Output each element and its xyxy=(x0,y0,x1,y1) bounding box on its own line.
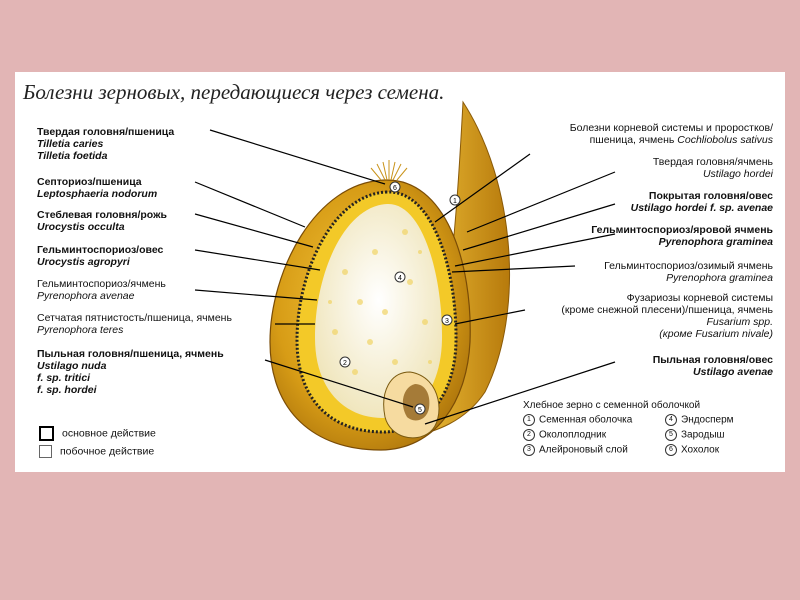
grain-marker-1: 1 xyxy=(449,194,461,206)
right-label-2-species: Ustilago hordei xyxy=(702,168,773,180)
right-label-3-species: Ustilago hordei f. sp. avenae xyxy=(630,202,773,214)
legend-item-3: 3 Алейроновый слой xyxy=(523,444,628,456)
left-label-2-name: Септориоз/пшеница xyxy=(37,176,142,188)
right-label-4-species: Pyrenophora graminea xyxy=(658,236,773,248)
grain-marker-2: 2 xyxy=(339,356,351,368)
left-label-3-name: Стеблевая головня/рожь xyxy=(37,209,167,221)
left-label-1-name: Твердая головня/пшеница xyxy=(37,126,175,138)
diagram-panel: 6 1 4 3 2 5 Болезни зерновых, передающие… xyxy=(15,72,785,472)
right-label-6: Фузариозы корневой системы (кроме снежно… xyxy=(561,292,773,340)
right-label-2-name: Твердая головня/ячмень xyxy=(652,156,773,168)
left-label-1-species-2: Tilletia foetida xyxy=(37,150,108,162)
legend-label-6: Хохолок xyxy=(681,444,720,456)
grain-marker-5: 5 xyxy=(414,403,426,415)
major-action-box xyxy=(39,426,54,441)
left-label-4-species: Urocystis agropyri xyxy=(37,256,130,268)
left-label-6-species: Pyrenophora teres xyxy=(37,324,124,336)
grain-marker-3: 3 xyxy=(441,314,453,326)
right-label-3-name: Покрытая головня/овес xyxy=(648,190,773,202)
svg-text:6: 6 xyxy=(393,185,397,192)
svg-text:2: 2 xyxy=(343,360,347,367)
left-label-7-species-3: f. sp. hordei xyxy=(37,384,97,396)
right-label-1: Болезни корневой системы и проростков/ п… xyxy=(570,122,773,146)
legend-item-2: 2 Околоплодник xyxy=(523,429,606,441)
key-major: основное действие xyxy=(39,426,156,441)
legend-number-3: 3 xyxy=(523,444,535,456)
left-label-7-species-2: f. sp. tritici xyxy=(37,372,91,384)
right-label-6-species: Fusarium spp. xyxy=(706,316,773,328)
legend-label-3: Алейроновый слой xyxy=(539,444,628,456)
page-title: Болезни зерновых, передающиеся через сем… xyxy=(23,80,445,104)
legend-label-2: Околоплодник xyxy=(539,429,607,441)
left-label-7-name: Пыльная головня/пшеница, ячмень xyxy=(37,348,224,360)
right-label-6-host: (кроме снежной плесени)/пшеница, ячмень xyxy=(561,304,773,316)
right-label-6-exception: (кроме Fusarium nivale) xyxy=(659,328,773,340)
key-minor-label: побочное действие xyxy=(60,445,155,458)
left-pointer-lines xyxy=(194,129,414,408)
right-label-6-name: Фузариозы корневой системы xyxy=(626,292,773,304)
tuft-shape xyxy=(370,160,408,181)
legend-item-1: 1 Семенная оболочка xyxy=(523,414,632,426)
left-label-2-species: Leptosphaeria nodorum xyxy=(37,188,158,200)
minor-action-box xyxy=(39,445,52,458)
left-label-5-species: Pyrenophora avenae xyxy=(37,290,135,302)
legend-item-4: 4 Эндосперм xyxy=(665,414,734,426)
legend-number-6: 6 xyxy=(665,444,677,456)
right-label-3: Покрытая головня/овес Ustilago hordei f.… xyxy=(631,190,773,214)
legend-label-4: Эндосперм xyxy=(681,414,734,426)
right-label-2: Твердая головня/ячмень Ustilago hordei xyxy=(653,156,773,180)
legend-number-1: 1 xyxy=(523,414,535,426)
left-label-4: Гельминтоспориоз/овес Urocystis agropyri xyxy=(37,244,163,268)
right-label-5: Гельминтоспориоз/озимый ячмень Pyrenopho… xyxy=(604,260,773,284)
right-label-4: Гельминтоспориоз/яровой ячмень Pyrenopho… xyxy=(591,224,773,248)
left-label-4-name: Гельминтоспориоз/овес xyxy=(37,244,164,256)
right-label-1-name: Болезни корневой системы и проростков/ xyxy=(569,122,773,134)
left-label-5-name: Гельминтоспориоз/ячмень xyxy=(37,278,166,290)
right-label-1-host: пшеница, ячмень xyxy=(589,134,678,146)
legend-number-2: 2 xyxy=(523,429,535,441)
left-label-1: Твердая головня/пшеница Tilletia caries … xyxy=(37,126,174,162)
legend-label-1: Семенная оболочка xyxy=(539,414,633,426)
legend-number-4: 4 xyxy=(665,414,677,426)
legend-number-5: 5 xyxy=(665,429,677,441)
right-label-7-species: Ustilago avenae xyxy=(693,366,773,378)
left-label-7-species-1: Ustilago nuda xyxy=(37,360,107,372)
key-minor: побочное действие xyxy=(39,445,154,458)
legend-item-6: 6 Хохолок xyxy=(665,444,719,456)
right-label-5-name: Гельминтоспориоз/озимый ячмень xyxy=(604,260,773,272)
legend-label-5: Зародыш xyxy=(681,429,725,441)
legend-title: Хлебное зерно с семенной оболочкой xyxy=(523,400,701,411)
left-label-5: Гельминтоспориоз/ячмень Pyrenophora aven… xyxy=(37,278,166,302)
left-label-3-species: Urocystis occulta xyxy=(37,221,125,233)
left-label-6-name: Сетчатая пятнистость/пшеница, ячмень xyxy=(37,312,232,324)
svg-text:3: 3 xyxy=(445,318,449,325)
svg-text:5: 5 xyxy=(418,407,422,414)
right-label-4-name: Гельминтоспориоз/яровой ячмень xyxy=(591,224,773,236)
grain-marker-4: 4 xyxy=(394,271,406,283)
left-label-3: Стеблевая головня/рожь Urocystis occulta xyxy=(37,209,167,233)
right-label-7-name: Пыльная головня/овес xyxy=(652,354,773,366)
right-label-7: Пыльная головня/овес Ustilago avenae xyxy=(653,354,773,378)
left-label-2: Септориоз/пшеница Leptosphaeria nodorum xyxy=(37,176,157,200)
grain-marker-6: 6 xyxy=(389,181,401,193)
legend-item-5: 5 Зародыш xyxy=(665,429,725,441)
left-label-6: Сетчатая пятнистость/пшеница, ячмень Pyr… xyxy=(37,312,232,336)
right-label-5-species: Pyrenophora graminea xyxy=(666,272,773,284)
right-pointer-lines xyxy=(424,153,616,425)
left-label-7: Пыльная головня/пшеница, ячмень Ustilago… xyxy=(37,348,224,396)
right-label-1-species: Cochliobolus sativus xyxy=(677,134,773,146)
svg-text:1: 1 xyxy=(453,198,457,205)
left-label-1-species-1: Tilletia caries xyxy=(37,138,104,150)
grain-cross-section-diagram: 6 1 4 3 2 5 xyxy=(194,100,616,451)
key-major-label: основное действие xyxy=(62,427,156,440)
svg-text:4: 4 xyxy=(398,275,402,282)
